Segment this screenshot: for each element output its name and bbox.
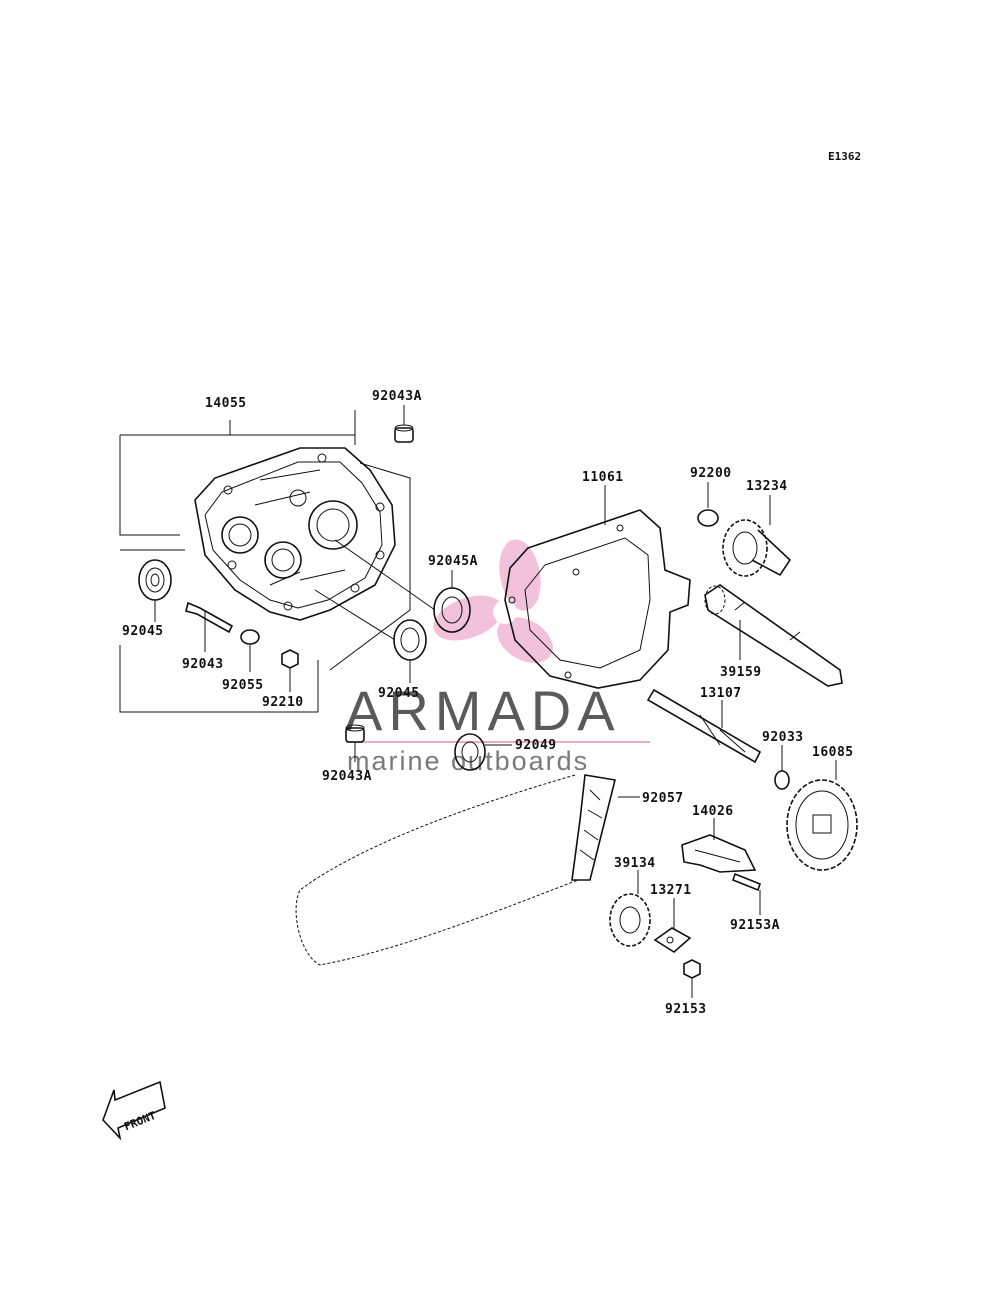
drive-chain-92057 [295, 774, 616, 966]
part-label-92055: 92055 [222, 678, 264, 693]
bolt-92153 [683, 959, 701, 979]
part-label-92057: 92057 [642, 791, 684, 806]
dowel-pin-92043A-top [394, 424, 414, 443]
diagram-code: E1362 [828, 150, 861, 163]
sprocket-39134 [609, 893, 651, 947]
part-label-92043A-bottom: 92043A [322, 769, 372, 784]
gasket-11061 [504, 509, 691, 689]
part-label-92049: 92049 [515, 738, 557, 753]
part-label-92200: 92200 [690, 466, 732, 481]
washer-92200 [697, 509, 719, 527]
plate-13271 [653, 927, 692, 953]
bolt-92153A [732, 872, 761, 892]
part-label-92153: 92153 [665, 1002, 707, 1017]
part-label-13107: 13107 [700, 686, 742, 701]
part-label-92043: 92043 [182, 657, 224, 672]
part-label-13271: 13271 [650, 883, 692, 898]
propeller-icon [433, 539, 553, 663]
chain-guide-14026 [681, 834, 757, 873]
bolt-92043 [185, 601, 234, 634]
circlip-92033 [774, 770, 790, 790]
washer-92055 [240, 629, 260, 645]
bearing-92045-left [138, 559, 172, 601]
bracket-14055 [119, 420, 356, 713]
part-label-92045A: 92045A [428, 554, 478, 569]
front-arrow-icon: FRONT [102, 1080, 166, 1141]
oil-seal-92049 [454, 733, 486, 771]
watermark-brand: ARMADA [345, 679, 621, 742]
part-label-92043A-top: 92043A [372, 389, 422, 404]
watermark-logo: ARMADA marine outboards [345, 539, 650, 776]
gear-13234 [722, 519, 792, 577]
shaft-13107 [646, 688, 762, 764]
part-label-92045-left: 92045 [122, 624, 164, 639]
front-label: FRONT [122, 1109, 158, 1134]
shaft-39159 [704, 584, 843, 687]
part-label-92033: 92033 [762, 730, 804, 745]
part-label-11061: 11061 [582, 470, 624, 485]
part-label-92210: 92210 [262, 695, 304, 710]
part-label-14055: 14055 [205, 396, 247, 411]
gear-16085 [786, 779, 858, 871]
nut-92210 [281, 649, 299, 669]
part-label-39159: 39159 [720, 665, 762, 680]
part-label-14026: 14026 [692, 804, 734, 819]
crankcase-cover-14055 [194, 447, 396, 621]
part-label-16085: 16085 [812, 745, 854, 760]
part-label-13234: 13234 [746, 479, 788, 494]
part-label-39134: 39134 [614, 856, 656, 871]
part-label-92045-mid: 92045 [378, 686, 420, 701]
bearing-92045-mid [393, 619, 427, 661]
part-label-92153A: 92153A [730, 918, 780, 933]
